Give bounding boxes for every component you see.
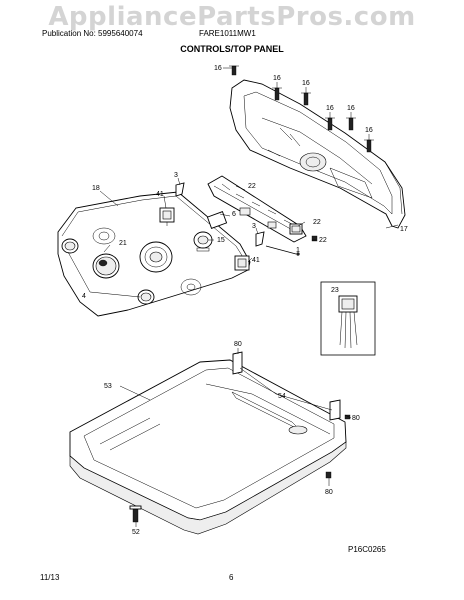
- callout-switch-top: 41: [156, 191, 164, 198]
- callout-selector: 15: [217, 237, 225, 244]
- switch-bottom[interactable]: [234, 255, 250, 271]
- ground-wire: [265, 245, 300, 256]
- callout-clip-mid: 3: [252, 223, 256, 230]
- callout-screw-top: 16: [214, 65, 222, 72]
- callout-screw-e: 16: [365, 127, 373, 134]
- callout-ground: 1: [296, 247, 300, 254]
- callout-top-panel: 53: [104, 383, 112, 390]
- callout-screw-b: 16: [302, 80, 310, 87]
- screw-parts: [229, 65, 374, 153]
- callout-screw-c: 16: [326, 105, 334, 112]
- console-panel-part[interactable]: [57, 191, 251, 317]
- callout-console: 18: [92, 185, 100, 192]
- revision-date: 11/13: [40, 573, 60, 582]
- bumper-right: [344, 414, 351, 420]
- callout-harness-right: 22: [313, 219, 321, 226]
- callout-bumper-right: 80: [352, 415, 360, 422]
- wire-harness-inset: [320, 281, 376, 356]
- foot-part: [129, 505, 142, 523]
- callout-backguard: 17: [400, 226, 408, 233]
- knob-left[interactable]: [61, 238, 79, 254]
- callout-switch-bottom: 41: [252, 257, 260, 264]
- model-number: FARE1011MW1: [199, 29, 256, 38]
- bumper-bottom: [325, 471, 332, 479]
- callout-screw-a: 16: [273, 75, 281, 82]
- harness-right: [289, 223, 303, 235]
- control-board-part[interactable]: [207, 175, 307, 243]
- callout-harness-conn: 22: [319, 237, 327, 244]
- selector-switch[interactable]: [193, 231, 213, 252]
- publication-number: Publication No: 5995640074: [42, 29, 143, 38]
- callout-bumper-bottom: 80: [325, 489, 333, 496]
- callout-bumper-top: 80: [234, 341, 242, 348]
- leader-lines: [67, 67, 399, 527]
- switch-top[interactable]: [159, 207, 175, 226]
- section-title: CONTROLS/TOP PANEL: [180, 44, 284, 54]
- backguard-part[interactable]: [229, 79, 406, 229]
- callout-hinge: 54: [278, 393, 286, 400]
- top-panel-part[interactable]: [69, 359, 347, 535]
- hinge-left: [232, 351, 243, 375]
- page-number: 6: [229, 573, 234, 582]
- callout-knob-mid: 21: [119, 240, 127, 247]
- callout-board: 6: [232, 211, 236, 218]
- harness-connector: [311, 235, 318, 242]
- hinge-right: [329, 399, 341, 421]
- clip-mid: [255, 231, 265, 247]
- timer-module[interactable]: [206, 211, 228, 229]
- watermark: AppliancePartsPros.com: [48, 2, 416, 32]
- callout-knobs: 4: [82, 293, 86, 300]
- callout-labels: 16 16 16 16 16 16 17 18 3 41 22 6 22 15 …: [82, 65, 408, 536]
- selector-dial[interactable]: [139, 241, 173, 273]
- knob-bottom[interactable]: [137, 289, 155, 305]
- callout-harness-top: 22: [248, 183, 256, 190]
- callout-inset: 23: [331, 287, 339, 294]
- figure-code: P16C0265: [348, 545, 386, 554]
- callout-foot: 52: [132, 529, 140, 536]
- callout-clip-top: 3: [174, 172, 178, 179]
- callout-screw-d: 16: [347, 105, 355, 112]
- knob-mid[interactable]: [92, 253, 120, 279]
- clip-top: [175, 182, 185, 197]
